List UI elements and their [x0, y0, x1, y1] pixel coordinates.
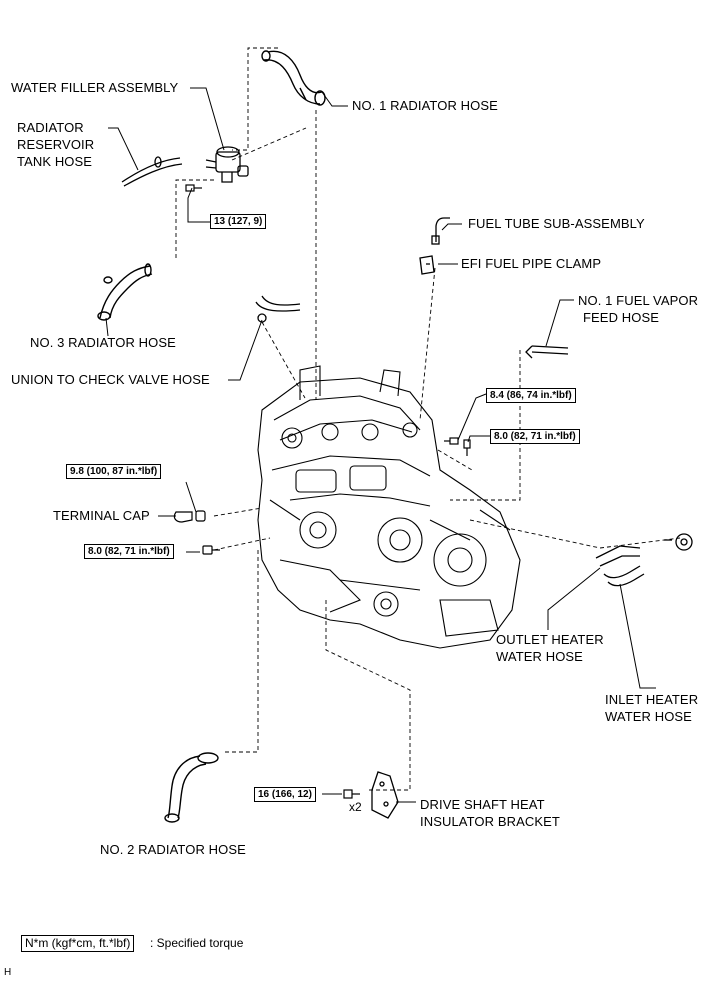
no3-radiator-hose-drawing: [97, 263, 153, 321]
vapor-hose-drawing: [525, 345, 569, 359]
torque-water-filler: 13 (127, 9): [210, 214, 267, 229]
label-radiator-reservoir-line3: TANK HOSE: [17, 154, 93, 169]
engine-assembly-drawing: [257, 365, 521, 649]
label-radiator-reservoir-line2: RESERVOIR: [17, 137, 95, 152]
torque-efi-clamp-bolt: 8.4 (86, 74 in.*lbf): [486, 388, 576, 403]
leader-lines: [105, 87, 656, 803]
label-drive-shaft-bracket-line1: DRIVE SHAFT HEAT: [420, 797, 545, 812]
no2-radiator-hose-drawing: [164, 752, 219, 823]
label-water-filler-assembly: WATER FILLER ASSEMBLY: [11, 80, 179, 95]
torque-vapor-hose-bolt: 8.0 (82, 71 in.*lbf): [490, 429, 580, 444]
label-no1-fuel-vapor-line1: NO. 1 FUEL VAPOR: [578, 293, 699, 308]
torque-left-bolt: 8.0 (82, 71 in.*lbf): [84, 544, 174, 559]
legend-torque-unit: N*m (kgf*cm, ft.*lbf): [21, 935, 135, 952]
label-inlet-heater-line2: WATER HOSE: [605, 709, 692, 724]
fastener-drawings: [173, 437, 471, 799]
bolt-quantity: x2: [349, 800, 362, 814]
water-filler-drawing: [205, 146, 249, 183]
label-no3-radiator-hose: NO. 3 RADIATOR HOSE: [30, 335, 176, 350]
corner-mark: H: [4, 967, 12, 978]
label-terminal-cap: TERMINAL CAP: [53, 508, 150, 523]
label-outlet-heater-line1: OUTLET HEATER: [496, 632, 604, 647]
assembly-guide-lines: [175, 47, 681, 791]
label-no2-radiator-hose: NO. 2 RADIATOR HOSE: [100, 842, 246, 857]
fuel-tube-drawing: [419, 217, 450, 275]
water-filler-bolt: [185, 184, 202, 192]
union-hose-drawing: [255, 295, 301, 323]
label-union-to-check-valve-hose: UNION TO CHECK VALVE HOSE: [11, 372, 210, 387]
label-radiator-reservoir-line1: RADIATOR: [17, 120, 84, 135]
label-no1-fuel-vapor-line2: FEED HOSE: [583, 310, 660, 325]
label-no1-radiator-hose: NO. 1 RADIATOR HOSE: [352, 98, 498, 113]
label-outlet-heater-line2: WATER HOSE: [496, 649, 583, 664]
heater-hoses-drawing: [595, 533, 693, 587]
no1-radiator-hose-drawing: [261, 50, 326, 106]
label-efi-fuel-pipe-clamp: EFI FUEL PIPE CLAMP: [461, 256, 602, 271]
label-drive-shaft-bracket-line2: INSULATOR BRACKET: [420, 814, 560, 829]
torque-terminal-cap-nut: 9.8 (100, 87 in.*lbf): [66, 464, 162, 479]
reservoir-hose-drawing: [121, 156, 183, 187]
torque-bracket-bolt: 16 (166, 12): [254, 787, 316, 802]
legend-description: : Specified torque: [150, 936, 244, 950]
label-inlet-heater-line1: INLET HEATER: [605, 692, 699, 707]
label-fuel-tube-sub-assembly: FUEL TUBE SUB-ASSEMBLY: [468, 216, 645, 231]
bracket-drawing: [371, 771, 399, 819]
